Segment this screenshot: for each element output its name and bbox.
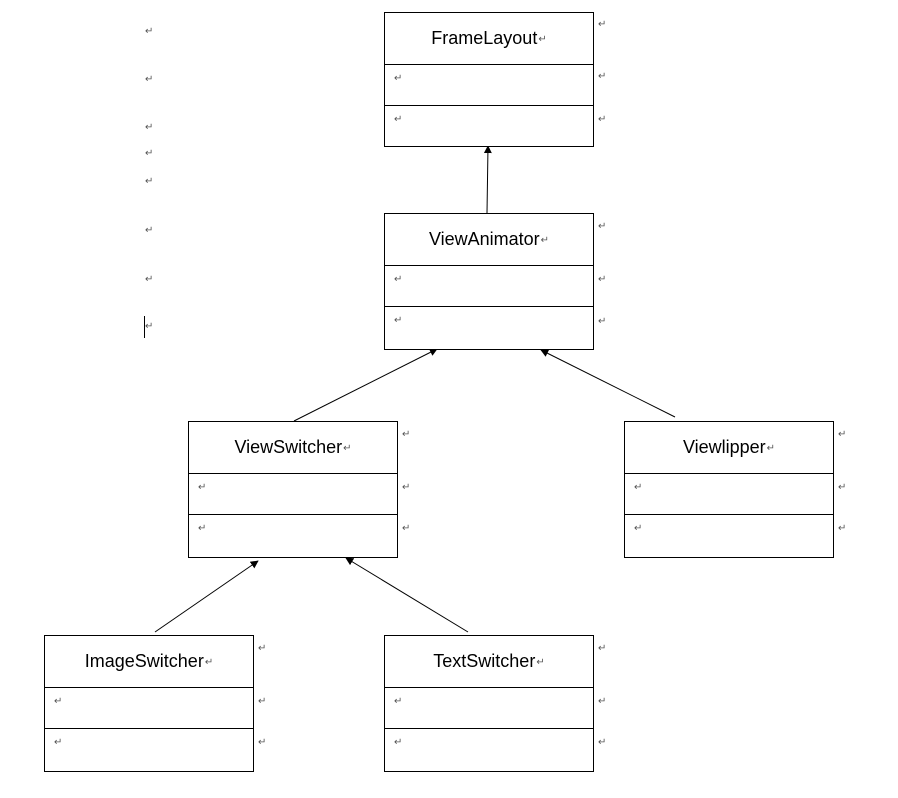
paragraph-mark: ↵ (598, 696, 607, 707)
paragraph-mark: ↵ (598, 316, 607, 327)
paragraph-mark: ↵ (145, 74, 154, 85)
paragraph-mark: ↵ (536, 657, 545, 668)
paragraph-mark: ↵ (598, 643, 607, 654)
arrow-viewanimator-to-framelayout (483, 145, 492, 214)
paragraph-mark: ↵ (598, 737, 607, 748)
class-name: TextSwitcher (433, 651, 536, 671)
paragraph-mark: ↵ (145, 321, 154, 332)
paragraph-mark: ↵ (598, 19, 607, 30)
text-cursor (144, 316, 145, 338)
paragraph-mark: ↵ (258, 643, 267, 654)
paragraph-mark: ↵ (838, 429, 847, 440)
paragraph-mark: ↵ (198, 482, 207, 493)
paragraph-mark: ↵ (394, 315, 403, 326)
arrow-imageswitcher-to-viewswitcher (154, 560, 259, 633)
paragraph-mark: ↵ (394, 737, 403, 748)
paragraph-mark: ↵ (538, 34, 547, 45)
paragraph-mark: ↵ (634, 482, 643, 493)
paragraph-mark: ↵ (598, 114, 607, 125)
class-box-textswitcher: TextSwitcher↵ ↵ ↵ (384, 635, 594, 772)
paragraph-mark: ↵ (343, 443, 352, 454)
paragraph-mark: ↵ (540, 235, 550, 246)
class-box-imageswitcher: ImageSwitcher↵ ↵ ↵ (44, 635, 254, 772)
paragraph-mark: ↵ (394, 696, 403, 707)
paragraph-mark: ↵ (258, 696, 267, 707)
paragraph-mark: ↵ (598, 274, 607, 285)
paragraph-mark: ↵ (198, 523, 207, 534)
paragraph-mark: ↵ (54, 696, 63, 707)
class-box-viewanimator: ViewAnimator↵ ↵ ↵ (384, 213, 594, 350)
paragraph-mark: ↵ (145, 122, 154, 133)
class-name: Viewlipper (682, 437, 766, 457)
paragraph-mark: ↵ (258, 737, 267, 748)
arrow-textswitcher-to-viewswitcher (345, 557, 469, 633)
class-box-viewswitcher: ViewSwitcher↵ ↵ ↵ (188, 421, 398, 558)
class-box-viewlipper: Viewlipper↵ ↵ ↵ (624, 421, 834, 558)
paragraph-mark: ↵ (598, 71, 607, 82)
paragraph-mark: ↵ (766, 443, 776, 454)
paragraph-mark: ↵ (598, 221, 607, 232)
arrow-viewswitcher-to-viewanimator (293, 348, 438, 422)
paragraph-mark: ↵ (145, 225, 154, 236)
class-name: ImageSwitcher (84, 651, 204, 671)
class-box-framelayout: FrameLayout↵ ↵ ↵ (384, 12, 594, 147)
paragraph-mark: ↵ (394, 114, 403, 125)
paragraph-mark: ↵ (402, 523, 411, 534)
paragraph-mark: ↵ (838, 482, 847, 493)
paragraph-mark: ↵ (402, 429, 411, 440)
paragraph-mark: ↵ (145, 176, 154, 187)
paragraph-mark: ↵ (394, 274, 403, 285)
arrow-viewlipper-to-viewanimator (540, 349, 676, 418)
paragraph-mark: ↵ (145, 148, 154, 159)
class-name: ViewAnimator (428, 229, 540, 249)
class-name: ViewSwitcher (234, 437, 343, 457)
paragraph-mark: ↵ (145, 274, 154, 285)
paragraph-mark: ↵ (204, 657, 214, 668)
paragraph-mark: ↵ (838, 523, 847, 534)
paragraph-mark: ↵ (402, 482, 411, 493)
class-name: FrameLayout (431, 28, 538, 48)
paragraph-mark: ↵ (394, 73, 403, 84)
paragraph-mark: ↵ (145, 26, 154, 37)
paragraph-mark: ↵ (54, 737, 63, 748)
paragraph-mark: ↵ (634, 523, 643, 534)
